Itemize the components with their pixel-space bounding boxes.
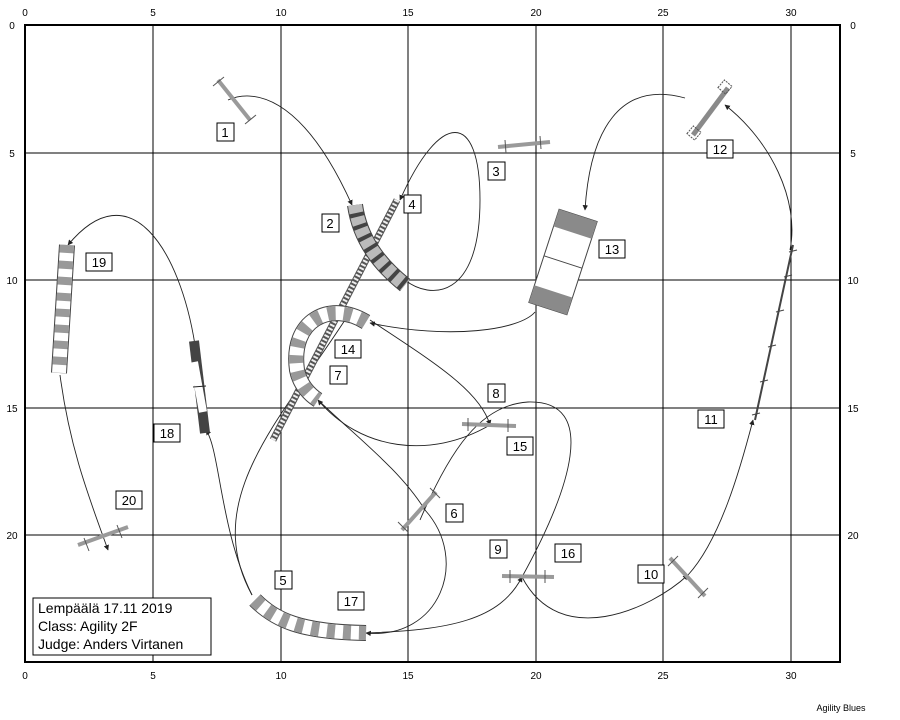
jump-obstacle: [501, 570, 555, 583]
jump-obstacle: [667, 555, 709, 599]
right-tick: 0: [850, 21, 856, 32]
svg-text:13: 13: [605, 242, 619, 257]
info-location: Lempäälä 17.11 2019: [38, 600, 173, 616]
svg-text:12: 12: [713, 142, 727, 157]
bottom-tick: 10: [275, 671, 287, 682]
right-tick: 5: [850, 149, 856, 160]
grid: [24, 24, 841, 663]
top-tick: 30: [785, 8, 797, 19]
obstacle-number: 13: [598, 239, 626, 259]
svg-text:11: 11: [704, 412, 718, 427]
svg-text:3: 3: [492, 164, 499, 179]
obstacle-number: 7: [329, 365, 348, 385]
jump-obstacle: [461, 418, 517, 432]
tunnel-obstacle: [51, 244, 75, 374]
top-tick: 25: [657, 8, 669, 19]
tunnel-obstacle: [288, 305, 371, 407]
top-tick: 15: [402, 8, 414, 19]
svg-text:2: 2: [326, 216, 333, 231]
right-tick: 10: [847, 276, 859, 287]
obstacle-number: 3: [487, 161, 506, 181]
obstacle-number: 16: [554, 543, 582, 563]
svg-text:10: 10: [644, 567, 658, 582]
obstacle-number: 9: [489, 539, 508, 559]
top-tick: 10: [275, 8, 287, 19]
weave-obstacle: [751, 244, 798, 421]
info-judge: Judge: Anders Virtanen: [38, 636, 183, 652]
obstacle-number: 6: [445, 503, 464, 523]
svg-text:18: 18: [160, 426, 174, 441]
top-tick: 5: [150, 8, 156, 19]
left-tick: 0: [9, 21, 15, 32]
left-tick: 5: [9, 149, 15, 160]
jump-obstacle: [397, 487, 441, 533]
svg-text:6: 6: [450, 506, 457, 521]
obstacle-number: 4: [403, 194, 422, 214]
tire-obstacle: [686, 79, 733, 141]
obstacle-number: 2: [321, 213, 340, 233]
course-path: [59, 93, 793, 637]
watermark: Agility Blues: [816, 703, 866, 713]
obstacle-number: 20: [115, 490, 143, 510]
left-tick: 10: [6, 276, 18, 287]
number-labels: 1 2 3 4 5 6 7 8 9 10 11 12 13 14 15 16 1…: [85, 122, 734, 611]
svg-text:4: 4: [408, 197, 415, 212]
obstacle-number: 17: [337, 591, 365, 611]
bottom-tick: 0: [22, 671, 28, 682]
obstacle-number: 11: [697, 409, 725, 429]
right-tick: 15: [847, 404, 859, 415]
info-class: Class: Agility 2F: [38, 618, 138, 634]
svg-text:17: 17: [344, 594, 358, 609]
bottom-tick: 25: [657, 671, 669, 682]
svg-text:19: 19: [92, 255, 106, 270]
bottom-tick: 30: [785, 671, 797, 682]
obstacle-number: 5: [274, 570, 293, 590]
course-info: Lempäälä 17.11 2019 Class: Agility 2F Ju…: [32, 597, 212, 656]
seesaw-obstacle: [189, 340, 210, 434]
svg-text:7: 7: [334, 368, 341, 383]
jump-obstacle: [77, 524, 129, 552]
aframe-obstacle: [528, 208, 598, 316]
tunnel-obstacle: [347, 203, 411, 292]
obstacle-number: 1: [216, 122, 235, 142]
svg-text:8: 8: [492, 386, 499, 401]
tunnel-obstacle: [249, 594, 367, 641]
obstacle-number: 18: [153, 423, 181, 443]
obstacle-number: 12: [706, 139, 734, 159]
left-tick: 15: [6, 404, 18, 415]
svg-text:14: 14: [341, 342, 355, 357]
svg-text:15: 15: [513, 439, 527, 454]
bottom-tick: 20: [530, 671, 542, 682]
obstacle-number: 15: [506, 436, 534, 456]
obstacle-number: 19: [85, 252, 113, 272]
svg-text:5: 5: [279, 573, 286, 588]
jump-obstacle: [497, 135, 551, 154]
bottom-tick: 5: [150, 671, 156, 682]
obstacle-number: 8: [487, 383, 506, 403]
left-tick: 20: [6, 531, 18, 542]
right-tick: 20: [847, 531, 859, 542]
jump-obstacle: [212, 76, 257, 125]
axis-labels: 0 5 10 15 20 25 30 0 5 10 15 20 25 30 0 …: [6, 8, 859, 682]
svg-text:16: 16: [561, 546, 575, 561]
bottom-tick: 15: [402, 671, 414, 682]
top-tick: 0: [22, 8, 28, 19]
svg-text:20: 20: [122, 493, 136, 508]
top-tick: 20: [530, 8, 542, 19]
obstacle-number: 10: [637, 564, 665, 584]
svg-text:9: 9: [494, 542, 501, 557]
svg-text:1: 1: [221, 125, 228, 140]
obstacle-number: 14: [334, 339, 362, 359]
